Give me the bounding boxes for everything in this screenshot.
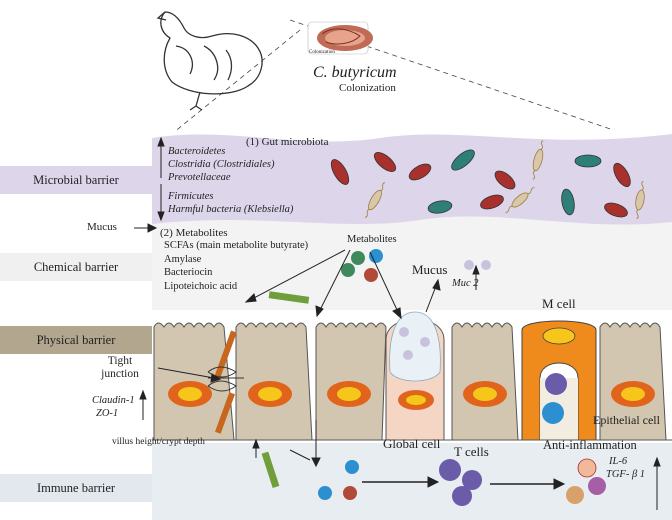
inset-label: Colonization [309, 50, 335, 55]
arrows [134, 136, 661, 510]
villus-label: villus height/crypt depth [112, 437, 205, 447]
chemical-zone [152, 215, 672, 310]
metabolites-label: Metabolites [347, 234, 397, 245]
goblet-cell [385, 311, 445, 441]
organism-name: C. butyricum [313, 64, 397, 81]
metabolite-sphere [341, 263, 355, 277]
bacterium [408, 163, 432, 181]
bacterium-flagellated [532, 140, 544, 180]
cytokine-cell [566, 486, 584, 504]
physical-barrier-label: Physical barrier [0, 326, 152, 354]
zo1-label: ZO-1 [96, 408, 119, 419]
bacterium-flagellated [364, 182, 386, 218]
cytokine-cell [588, 477, 606, 495]
increased-taxon: Prevotellaceae [168, 172, 231, 183]
metabolite-sphere [364, 268, 378, 282]
bacterium [480, 194, 504, 210]
t-cells-label: T cells [454, 444, 489, 459]
organism-subtitle: Colonization [339, 82, 396, 94]
metabolites-heading: (2) Metabolites [160, 227, 228, 239]
cytokine-cell [577, 458, 597, 478]
mucus-droplet [481, 260, 491, 270]
bacterium-flagellated [635, 180, 645, 220]
metabolite-item: Bacteriocin [164, 267, 213, 278]
immune-particle [318, 486, 332, 500]
bacterium [451, 149, 475, 171]
bacterium [494, 170, 516, 190]
il6-label: IL-6 [609, 456, 628, 467]
chemical-barrier-label: Chemical barrier [0, 253, 152, 281]
decreased-taxon: Firmicutes [168, 191, 214, 202]
t-cell [452, 486, 472, 506]
metabolite-item: Amylase [164, 254, 202, 265]
bacteria-cluster [330, 140, 645, 220]
increased-taxon: Bacteroidetes [168, 146, 226, 157]
anti-inflammation-label: Anti-inflammation [543, 438, 637, 452]
t-cell [462, 470, 482, 490]
immune-particle [343, 486, 357, 500]
metabolite-sphere [351, 251, 365, 265]
green-rod [268, 291, 310, 304]
microbial-barrier-label: Microbial barrier [0, 166, 152, 194]
immune-particle [345, 460, 359, 474]
metabolite-item: SCFAs (main metabolite butyrate) [164, 240, 309, 251]
mucus-label: Mucus [412, 262, 448, 277]
chicken-illustration [156, 11, 263, 111]
m-cell [521, 320, 597, 441]
mucus-droplet [464, 260, 474, 270]
green-rod [261, 451, 280, 489]
muc2-label: Muc 2 [452, 278, 479, 289]
bacterium [613, 162, 631, 188]
bacterium [427, 200, 453, 214]
increased-taxon: Clostridia (Clostridiales) [168, 159, 275, 170]
perspective-line-left [151, 29, 301, 151]
metabolite-item: Lipoteichoic acid [164, 281, 238, 292]
mucus-side-label: Mucus [87, 221, 117, 233]
bacterium [574, 154, 602, 168]
global-cell-label: Global cell [383, 436, 441, 451]
t-cell [439, 459, 461, 481]
metabolite-sphere [369, 249, 383, 263]
gut-microbiota-heading: (1) Gut microbiota [246, 136, 329, 148]
m-cell-label: M cell [542, 296, 576, 311]
tgf-label: TGF- β 1 [606, 469, 646, 480]
bacterium [330, 159, 350, 185]
epithelial-cell-label: Epithelial cell [593, 413, 660, 427]
intestine-inset [307, 21, 373, 55]
decreased-taxon: Harmful bacteria (Klebsiella) [168, 204, 294, 215]
nuclei [168, 381, 655, 407]
bacterium [604, 202, 628, 218]
immune-barrier-label: Immune barrier [0, 474, 152, 502]
tight-junction-label: Tight junction [101, 355, 139, 380]
bacterium [561, 188, 575, 216]
bacterium-flagellated [505, 187, 535, 213]
bacterium [373, 152, 397, 172]
claudin-label: Claudin-1 [92, 395, 135, 406]
